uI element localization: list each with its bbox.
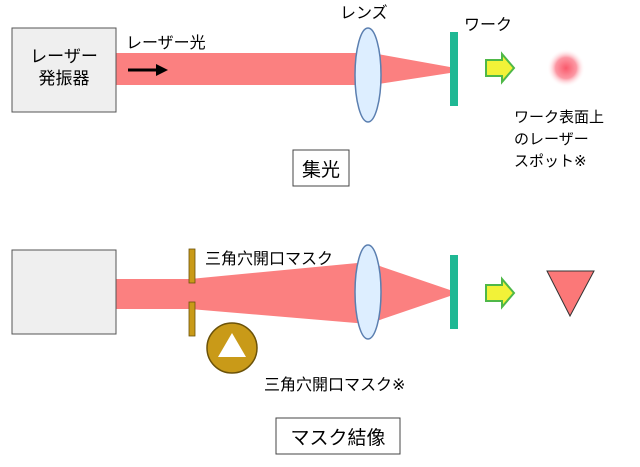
mask-detail-icon [206,322,258,374]
laser-beam [116,53,450,85]
mask-note: 三角穴開口マスク※ [264,375,405,394]
mask-plate-upper [188,248,196,284]
mask-plate-lower [188,301,196,337]
lens [354,27,382,123]
focusing-caption-box [292,149,350,187]
triangular-spot [546,270,595,318]
mask-label: 三角穴開口マスク [205,249,333,268]
laser-spot [547,49,585,87]
laser-oscillator-label-line2: 発振器 [39,69,90,89]
result-arrow [485,51,516,85]
focusing-caption: 集光 [302,159,340,181]
laser-light-label: レーザー光 [126,33,206,52]
workpiece-label: ワーク [464,15,512,34]
lens-label: レンズ [340,3,388,22]
laser-beam-masked [116,262,450,324]
mask-imaging-caption: マスク結像 [290,427,385,449]
workpiece [450,32,458,106]
lens-2 [354,244,382,340]
spot-note-line1: ワーク表面上 [514,108,604,126]
spot-note-line2: のレーザー [514,130,589,148]
beam-direction-arrow [128,64,168,76]
result-arrow-2 [485,276,516,310]
mask-imaging-section: 三角穴開口マスク 三角穴開口マスク※ マスク結像 [11,244,595,455]
spot-note-line3: スポット※ [514,152,587,170]
workpiece-2 [450,255,458,329]
laser-oscillator-label-line1: レーザー [30,47,98,67]
focusing-section: レーザー 発振器 レーザー光 レンズ ワーク ワーク表面上 のレーザー スポット… [11,3,604,187]
mask-imaging-caption-box [275,417,401,455]
laser-oscillator-box [11,27,117,113]
laser-oscillator-box-2 [11,249,117,335]
